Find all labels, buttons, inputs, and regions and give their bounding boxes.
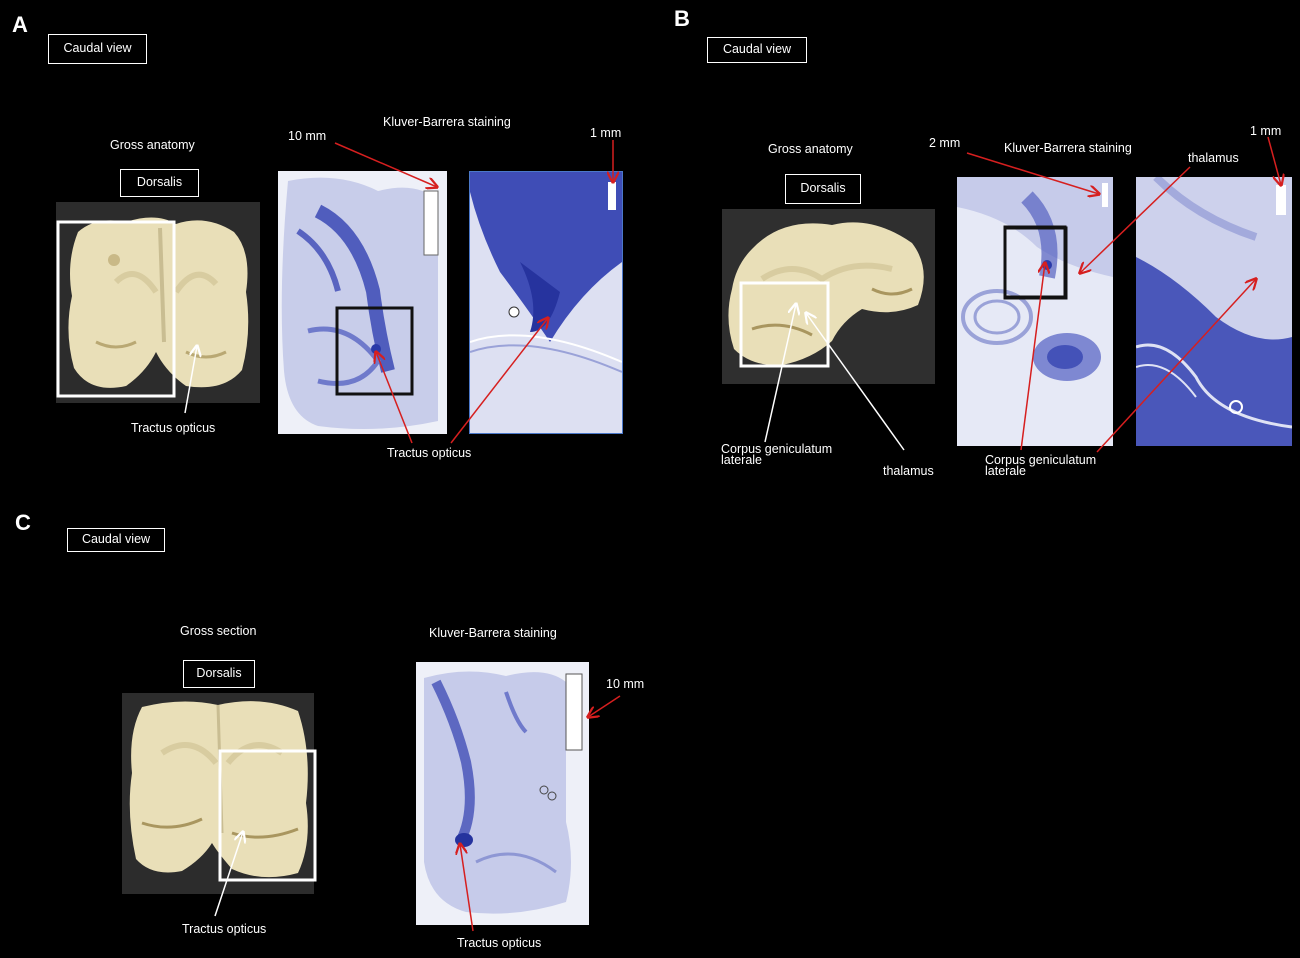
gross-photo-a bbox=[56, 202, 260, 403]
stain-slide-a1 bbox=[278, 171, 447, 434]
gross-label-a: Tractus opticus bbox=[131, 421, 216, 435]
scale-label-a2: 1 mm bbox=[590, 126, 622, 140]
view-label-a: Caudal view bbox=[48, 34, 147, 64]
scale-label-b2: 1 mm bbox=[1250, 124, 1282, 138]
scale-label-b1: 2 mm bbox=[929, 136, 961, 150]
arrow-c-scale bbox=[588, 695, 621, 717]
gross-label-b2: thalamus bbox=[883, 464, 934, 478]
scale-label-a1: 10 mm bbox=[288, 129, 327, 143]
stain-title-c: Kluver-Barrera staining bbox=[429, 626, 557, 640]
panel-letter-c: C bbox=[15, 510, 31, 535]
gross-title-c: Gross section bbox=[180, 624, 257, 638]
panel-letter-b: B bbox=[674, 6, 690, 31]
panel-letter-a: A bbox=[12, 12, 28, 37]
gross-title-a: Gross anatomy bbox=[110, 138, 195, 152]
gross-photo-b bbox=[722, 209, 935, 384]
scale-label-c: 10 mm bbox=[606, 677, 645, 691]
stain-slide-c bbox=[416, 662, 589, 925]
stain-slide-b2 bbox=[1136, 177, 1292, 446]
view-label-c: Caudal view bbox=[67, 528, 165, 552]
gross-photo-c bbox=[122, 693, 314, 894]
stain-label-b2: Corpus geniculatum laterale bbox=[985, 453, 1097, 478]
stain-slide-b1 bbox=[957, 177, 1113, 446]
stain-label-a: Tractus opticus bbox=[387, 446, 472, 460]
stain-title-b: Kluver-Barrera staining bbox=[1004, 141, 1132, 155]
stain-slide-a2 bbox=[469, 171, 623, 434]
gross-label-b1: Corpus geniculatum laterale bbox=[721, 442, 833, 467]
orientation-label-b: Dorsalis bbox=[785, 174, 861, 204]
gross-label-c: Tractus opticus bbox=[182, 922, 267, 936]
view-label-b: Caudal view bbox=[707, 37, 807, 63]
orientation-label-a: Dorsalis bbox=[120, 169, 199, 197]
stain-label-c: Tractus opticus bbox=[457, 936, 542, 950]
stain-title-a: Kluver-Barrera staining bbox=[383, 115, 511, 129]
orientation-label-c: Dorsalis bbox=[183, 660, 255, 688]
gross-title-b: Gross anatomy bbox=[768, 142, 853, 156]
stain-label-b1: thalamus bbox=[1188, 151, 1239, 165]
